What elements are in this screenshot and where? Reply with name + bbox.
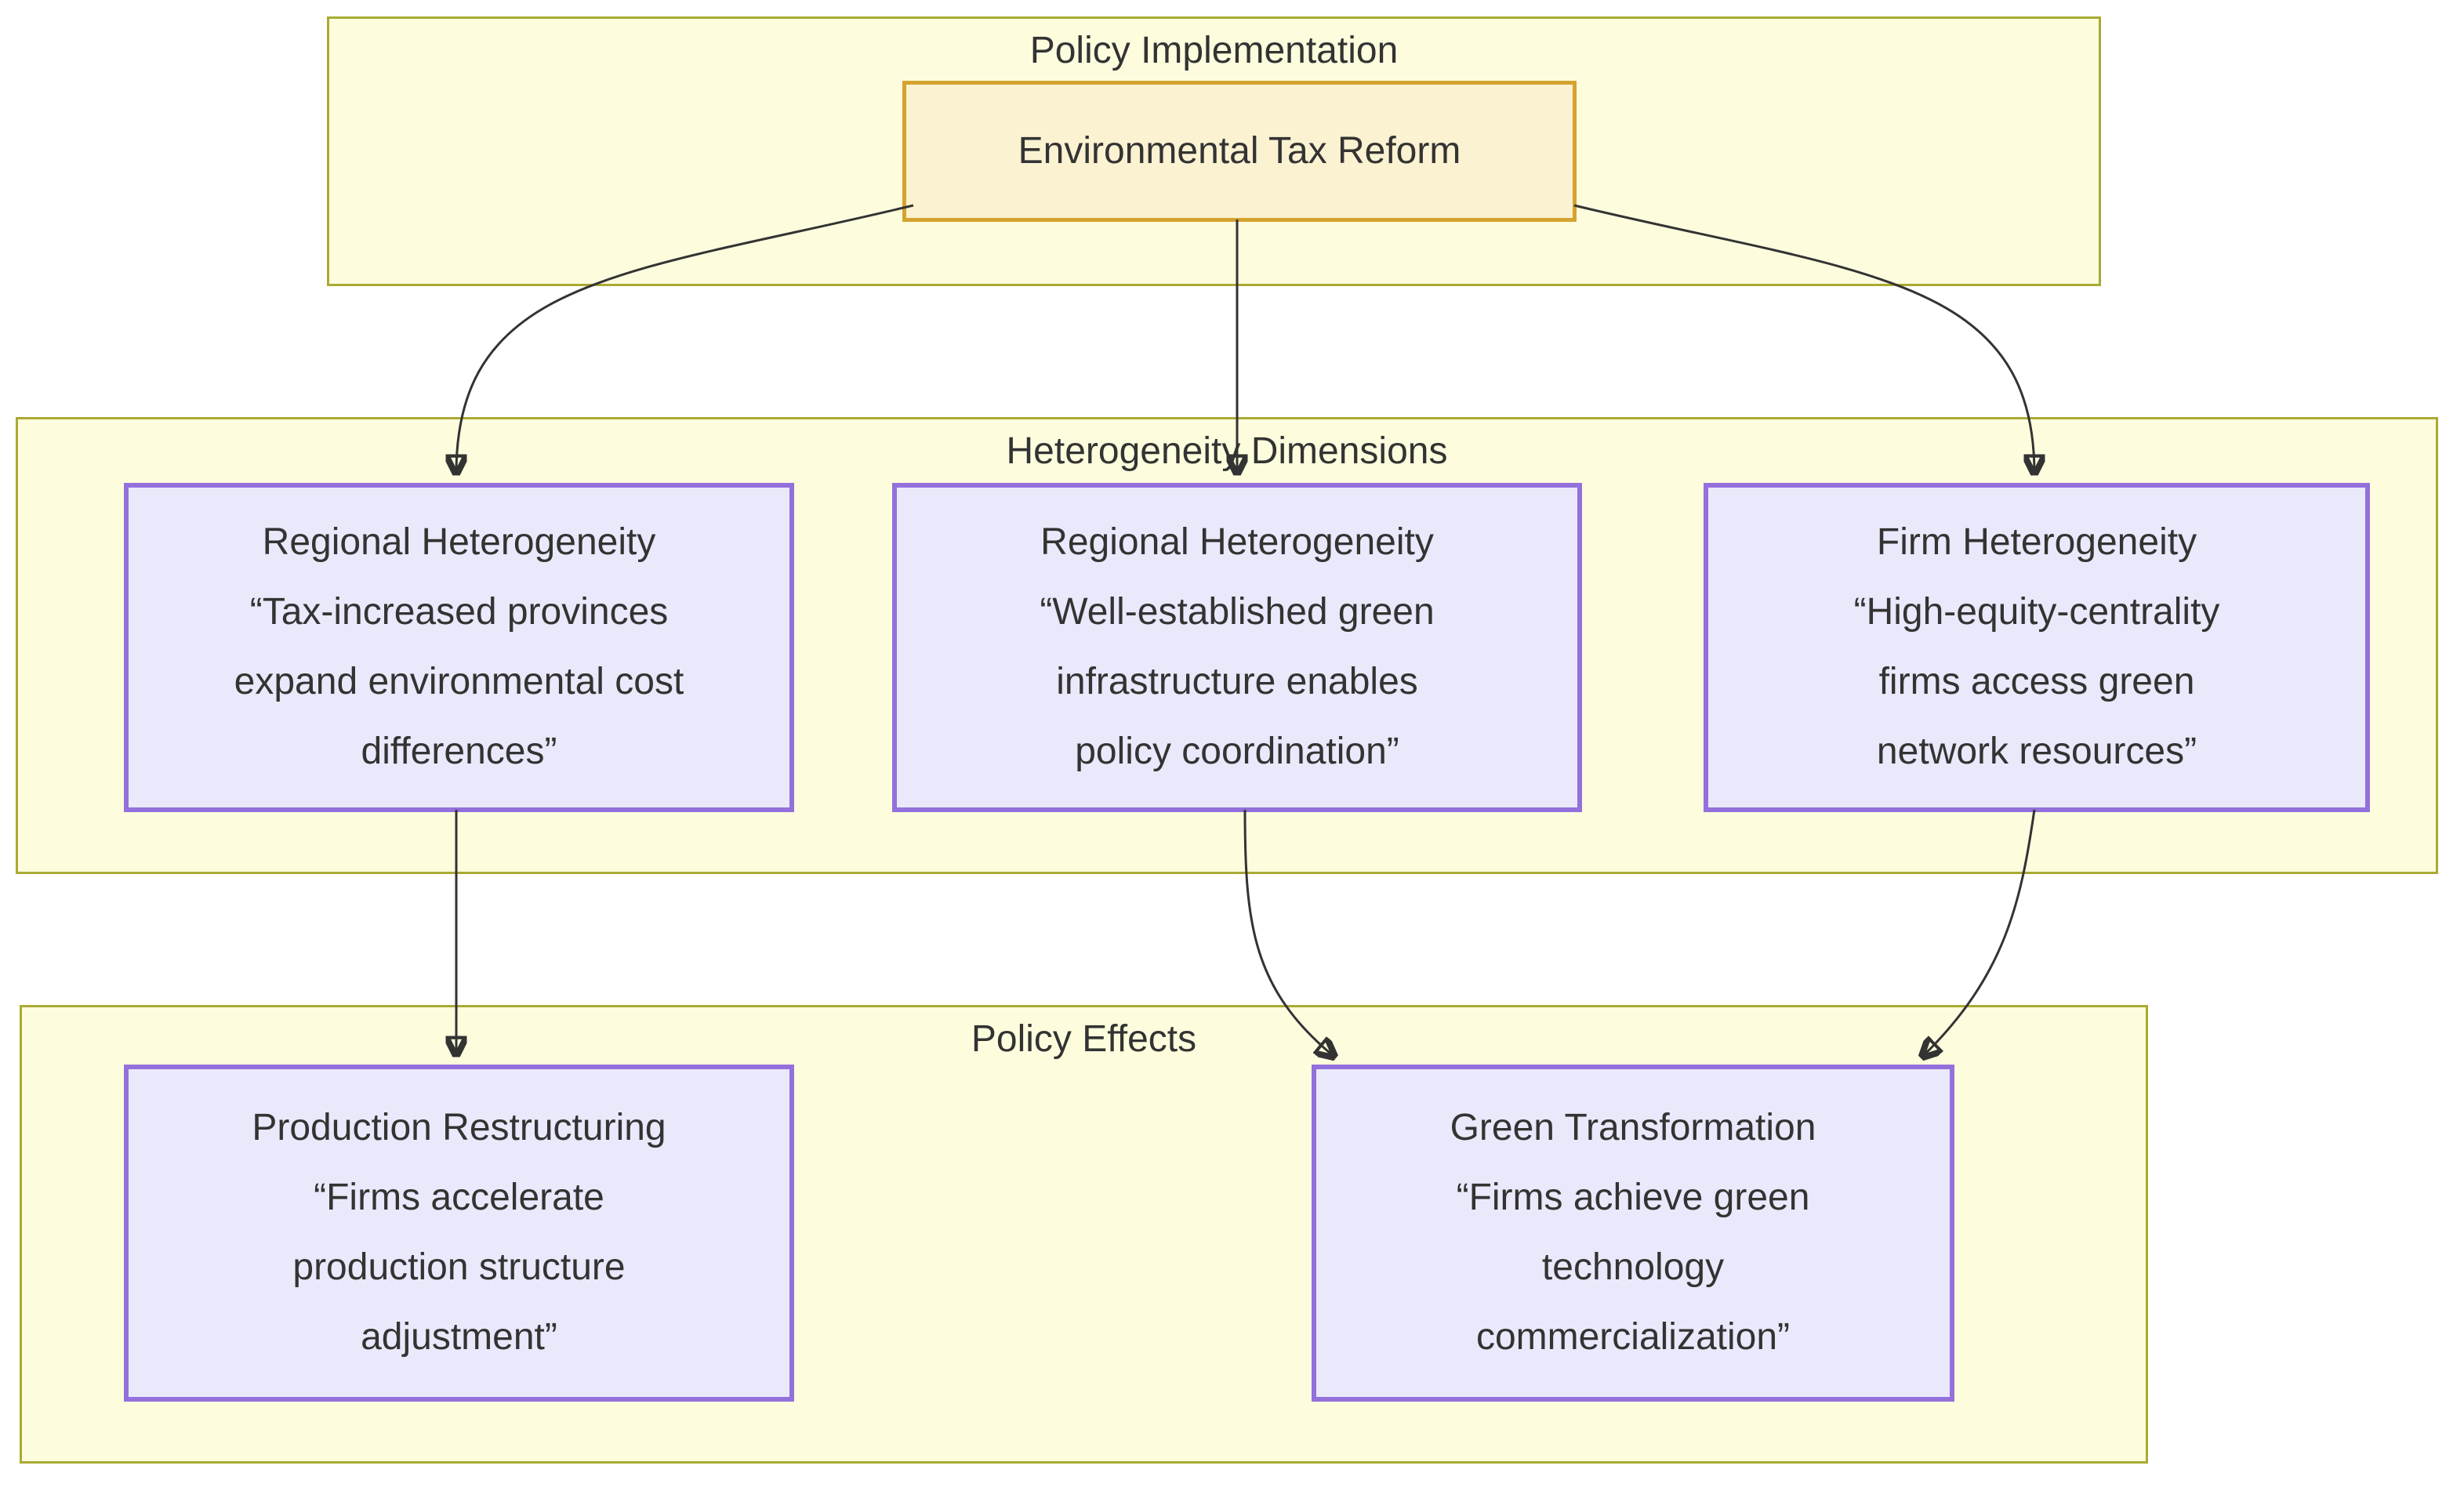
node-regional-heterogeneity-infrastructure-text: Regional Heterogeneity “Well-established… bbox=[1040, 521, 1435, 772]
section-label-heterogeneity-dimensions: Heterogeneity Dimensions bbox=[1006, 430, 1448, 472]
node-firm-heterogeneity: Firm Heterogeneity “High-equity-centrali… bbox=[1704, 483, 2370, 812]
section-label-policy-implementation: Policy Implementation bbox=[1029, 30, 1399, 71]
node-environmental-tax-reform-text: Environmental Tax Reform bbox=[1018, 129, 1461, 172]
node-firm-heterogeneity-text: Firm Heterogeneity “High-equity-centrali… bbox=[1853, 521, 2220, 772]
node-regional-heterogeneity-tax: Regional Heterogeneity “Tax-increased pr… bbox=[124, 483, 794, 812]
section-policy-effects: Policy Effects Production Restructuring … bbox=[20, 1005, 2148, 1464]
section-label-policy-effects: Policy Effects bbox=[971, 1018, 1197, 1060]
node-green-transformation: Green Transformation “Firms achieve gree… bbox=[1312, 1065, 1954, 1402]
node-green-transformation-text: Green Transformation “Firms achieve gree… bbox=[1450, 1107, 1816, 1358]
node-regional-heterogeneity-infrastructure: Regional Heterogeneity “Well-established… bbox=[892, 483, 1582, 812]
node-environmental-tax-reform: Environmental Tax Reform bbox=[902, 81, 1577, 222]
section-heterogeneity-dimensions: Heterogeneity Dimensions Regional Hetero… bbox=[16, 417, 2438, 874]
node-production-restructuring: Production Restructuring “Firms accelera… bbox=[124, 1065, 794, 1402]
node-regional-heterogeneity-tax-text: Regional Heterogeneity “Tax-increased pr… bbox=[234, 521, 684, 772]
node-production-restructuring-text: Production Restructuring “Firms accelera… bbox=[252, 1107, 666, 1358]
section-policy-implementation: Policy Implementation Environmental Tax … bbox=[327, 16, 2101, 286]
